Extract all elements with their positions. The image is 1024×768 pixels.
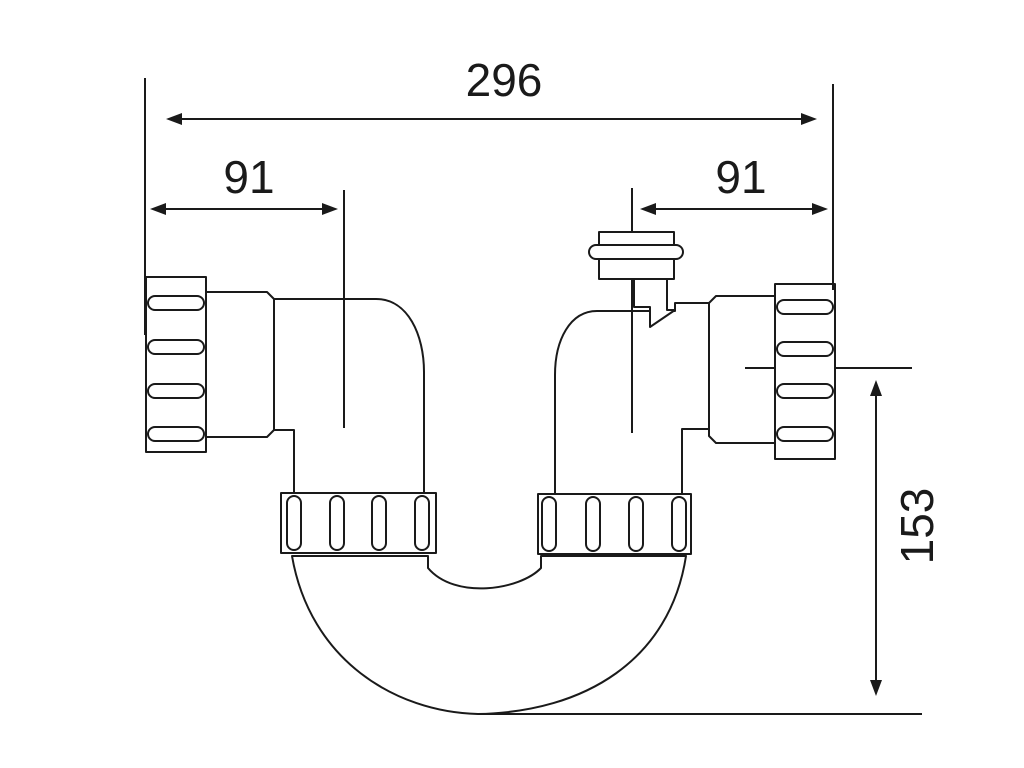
right-offset-label: 91 bbox=[715, 151, 766, 203]
right-nut bbox=[774, 283, 836, 460]
left-nut bbox=[145, 276, 207, 453]
left-collar bbox=[280, 492, 437, 554]
u-bend bbox=[291, 555, 687, 715]
right-collar bbox=[537, 493, 692, 555]
overflow-connector bbox=[588, 231, 684, 328]
height-label: 153 bbox=[891, 488, 943, 565]
right-elbow bbox=[554, 295, 775, 497]
dimension-height: 153 bbox=[478, 367, 943, 715]
left-elbow bbox=[206, 291, 425, 497]
dimension-overall-width: 296 bbox=[144, 54, 834, 335]
left-offset-label: 91 bbox=[223, 151, 274, 203]
overall-width-label: 296 bbox=[466, 54, 543, 106]
